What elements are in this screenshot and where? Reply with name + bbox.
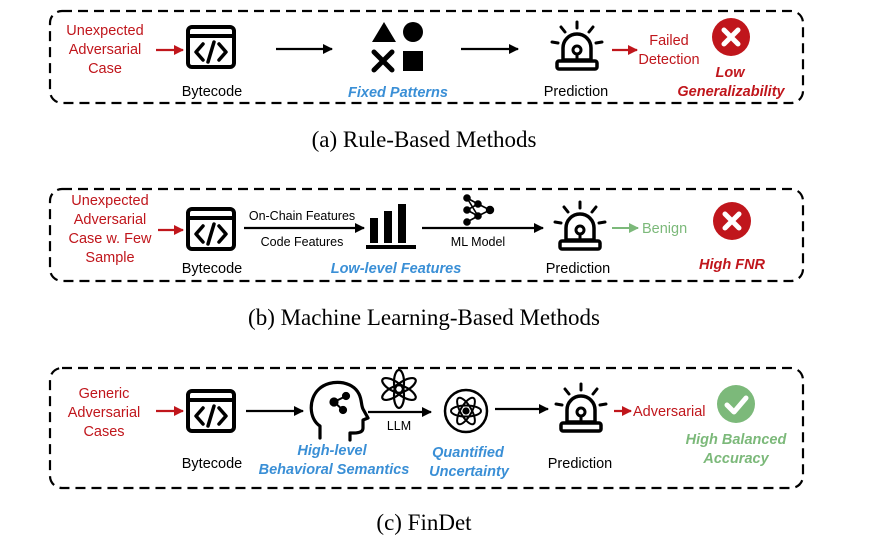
on-chain-features-label: On-Chain Features [249,209,355,223]
bytecode-label: Bytecode [182,456,242,472]
adversarial-label: Adversarial [633,404,706,420]
caption-a: (a) Rule-Based Methods [312,127,537,152]
benign-label: Benign [642,221,687,237]
panel-c: Generic Adversarial Cases Bytecode High-… [48,366,805,535]
check-circle-icon [717,385,755,423]
verdict-line: High Balanced [686,432,788,448]
panel-b: Unexpected Adversarial Case w. Few Sampl… [48,187,805,330]
alarm-siren-icon [554,382,608,433]
code-features-label: Code Features [261,235,344,249]
input-line: Cases [83,424,124,440]
panel-a-frame [48,9,805,105]
alarm-siren-icon [550,20,604,71]
panel-a: Unexpected Adversarial Case Bytecode Fix… [48,9,805,152]
shapes-icon [371,22,423,73]
fixed-patterns-label: Fixed Patterns [348,85,448,101]
brain-head-icon [309,380,370,442]
ml-model-label: ML Model [451,235,505,249]
input-line: Generic [79,386,130,402]
verdict-line: Accuracy [702,451,769,467]
code-file-icon [186,389,236,433]
input-line: Sample [85,250,134,266]
panel-a-input-text: Unexpected Adversarial Case [66,23,143,77]
uncertainty-line: Uncertainty [429,464,510,480]
prediction-label: Prediction [548,456,612,472]
code-file-icon [186,25,236,69]
low-level-features-label: Low-level Features [331,261,462,277]
verdict-line: Generalizability [677,84,785,100]
code-file-icon [186,207,236,251]
verdict-line: Low [716,65,747,81]
prediction-label: Prediction [544,84,608,100]
input-line: Unexpected [66,23,143,39]
neural-network-icon [463,194,495,226]
semantics-line: High-level [297,443,367,459]
prediction-label: Prediction [546,261,610,277]
bytecode-label: Bytecode [182,261,242,277]
input-line: Case w. Few [69,231,153,247]
high-fnr-label: High FNR [699,257,766,273]
caption-b: (b) Machine Learning-Based Methods [248,305,600,330]
cross-circle-icon [712,18,750,56]
result-line: Failed [649,33,689,49]
input-line: Unexpected [71,193,148,209]
caption-c: (c) FinDet [376,510,472,535]
panel-c-frame [48,366,805,490]
input-line: Adversarial [74,212,147,228]
openai-icon [381,368,417,410]
input-line: Adversarial [69,42,142,58]
input-line: Case [88,61,122,77]
atom-icon [443,388,489,434]
uncertainty-line: Quantified [432,445,505,461]
bytecode-label: Bytecode [182,84,242,100]
result-line: Detection [638,52,699,68]
input-line: Adversarial [68,405,141,421]
alarm-siren-icon [553,200,607,251]
panel-b-frame [48,187,805,283]
cross-circle-icon [713,202,751,240]
bar-chart-icon [366,204,416,249]
llm-label: LLM [387,419,411,433]
semantics-line: Behavioral Semantics [259,462,410,478]
